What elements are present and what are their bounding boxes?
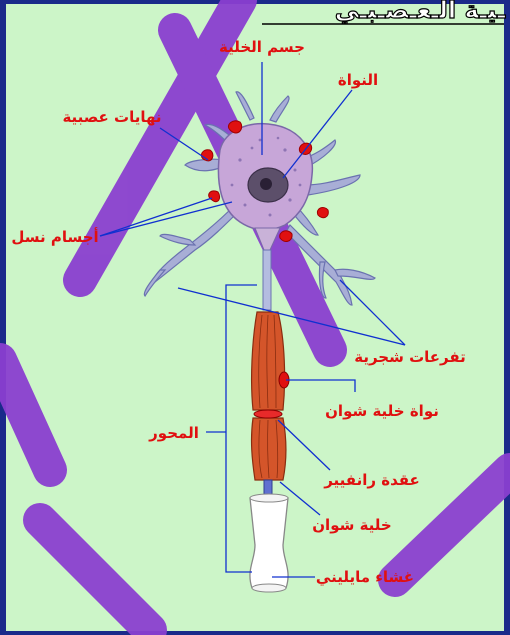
myelin-sheath-tube bbox=[250, 498, 288, 588]
label-dendrites: تفرعات شجرية bbox=[354, 348, 466, 366]
title-fragment: ـيـة الـعـصـبـي bbox=[335, 0, 506, 24]
label-cell-body: جسم الخلية bbox=[219, 38, 305, 56]
ranvier-node-shape bbox=[254, 410, 282, 418]
myelin-sheath-top bbox=[250, 494, 288, 502]
label-myelin-sheath: غشاء مايليني bbox=[316, 568, 414, 586]
axon-shaft bbox=[263, 250, 271, 310]
label-schwann-nucleus: نواة خلية شوان bbox=[325, 402, 439, 420]
myelin-sheath-bottom bbox=[252, 584, 286, 592]
label-nerve-endings: نهايات عصبية bbox=[62, 108, 161, 126]
label-nissl-bodies: أجسام نسل bbox=[11, 227, 98, 246]
label-nucleus: النواة bbox=[338, 71, 378, 89]
nucleolus bbox=[260, 178, 272, 190]
label-axon: المحور bbox=[148, 424, 199, 442]
label-ranvier-node: عقدة رانفيير bbox=[323, 471, 420, 489]
label-schwann-cell: خلية شوان bbox=[312, 516, 391, 534]
